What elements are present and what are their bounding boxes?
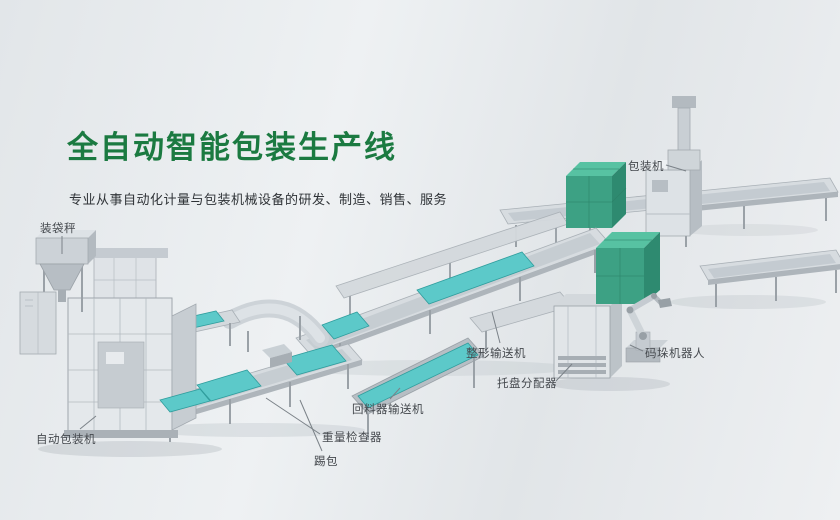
machine-label-packing-machine: 包装机 bbox=[628, 161, 664, 173]
green-stack-upper bbox=[566, 162, 627, 228]
roller-conveyor-right-mid bbox=[699, 249, 840, 307]
packer-machine-figure bbox=[645, 96, 702, 247]
main-diagonal-conveyor bbox=[295, 227, 611, 367]
curve-conveyor bbox=[221, 299, 329, 352]
page-title: 全自动智能包装生产线 bbox=[67, 130, 397, 165]
hero-text-block: 全自动智能包装生产线 专业从事自动化计量与包装机械设备的研发、制造、销售、服务 bbox=[67, 122, 447, 208]
page-subtitle: 专业从事自动化计量与包装机械设备的研发、制造、销售、服务 bbox=[69, 192, 448, 207]
palletizing-robot-figure bbox=[625, 293, 672, 363]
machine-label-shaping-conveyor: 整形输送机 bbox=[466, 348, 526, 360]
machine-label-bagging-scale: 装袋秤 bbox=[40, 223, 76, 235]
green-stack-lower bbox=[596, 232, 660, 304]
machine-label-checkweigher: 重量检查器 bbox=[322, 432, 382, 444]
machine-label-auto-packing-machine: 自动包装机 bbox=[36, 434, 96, 446]
machine-label-pallet-dispenser: 托盘分配器 bbox=[497, 378, 557, 390]
machine-label-bag-kicker: 踢包 bbox=[314, 456, 338, 468]
incline-return-conveyor bbox=[351, 337, 485, 440]
machine-label-palletizing-robot: 码垛机器人 bbox=[645, 348, 705, 360]
machine-label-return-material-conveyor: 回料器输送机 bbox=[352, 404, 424, 416]
label-pointer-lines bbox=[61, 164, 687, 452]
pallet-dispenser-figure bbox=[553, 294, 622, 379]
left-machine-figure bbox=[64, 248, 211, 438]
control-cabinet bbox=[19, 291, 57, 355]
